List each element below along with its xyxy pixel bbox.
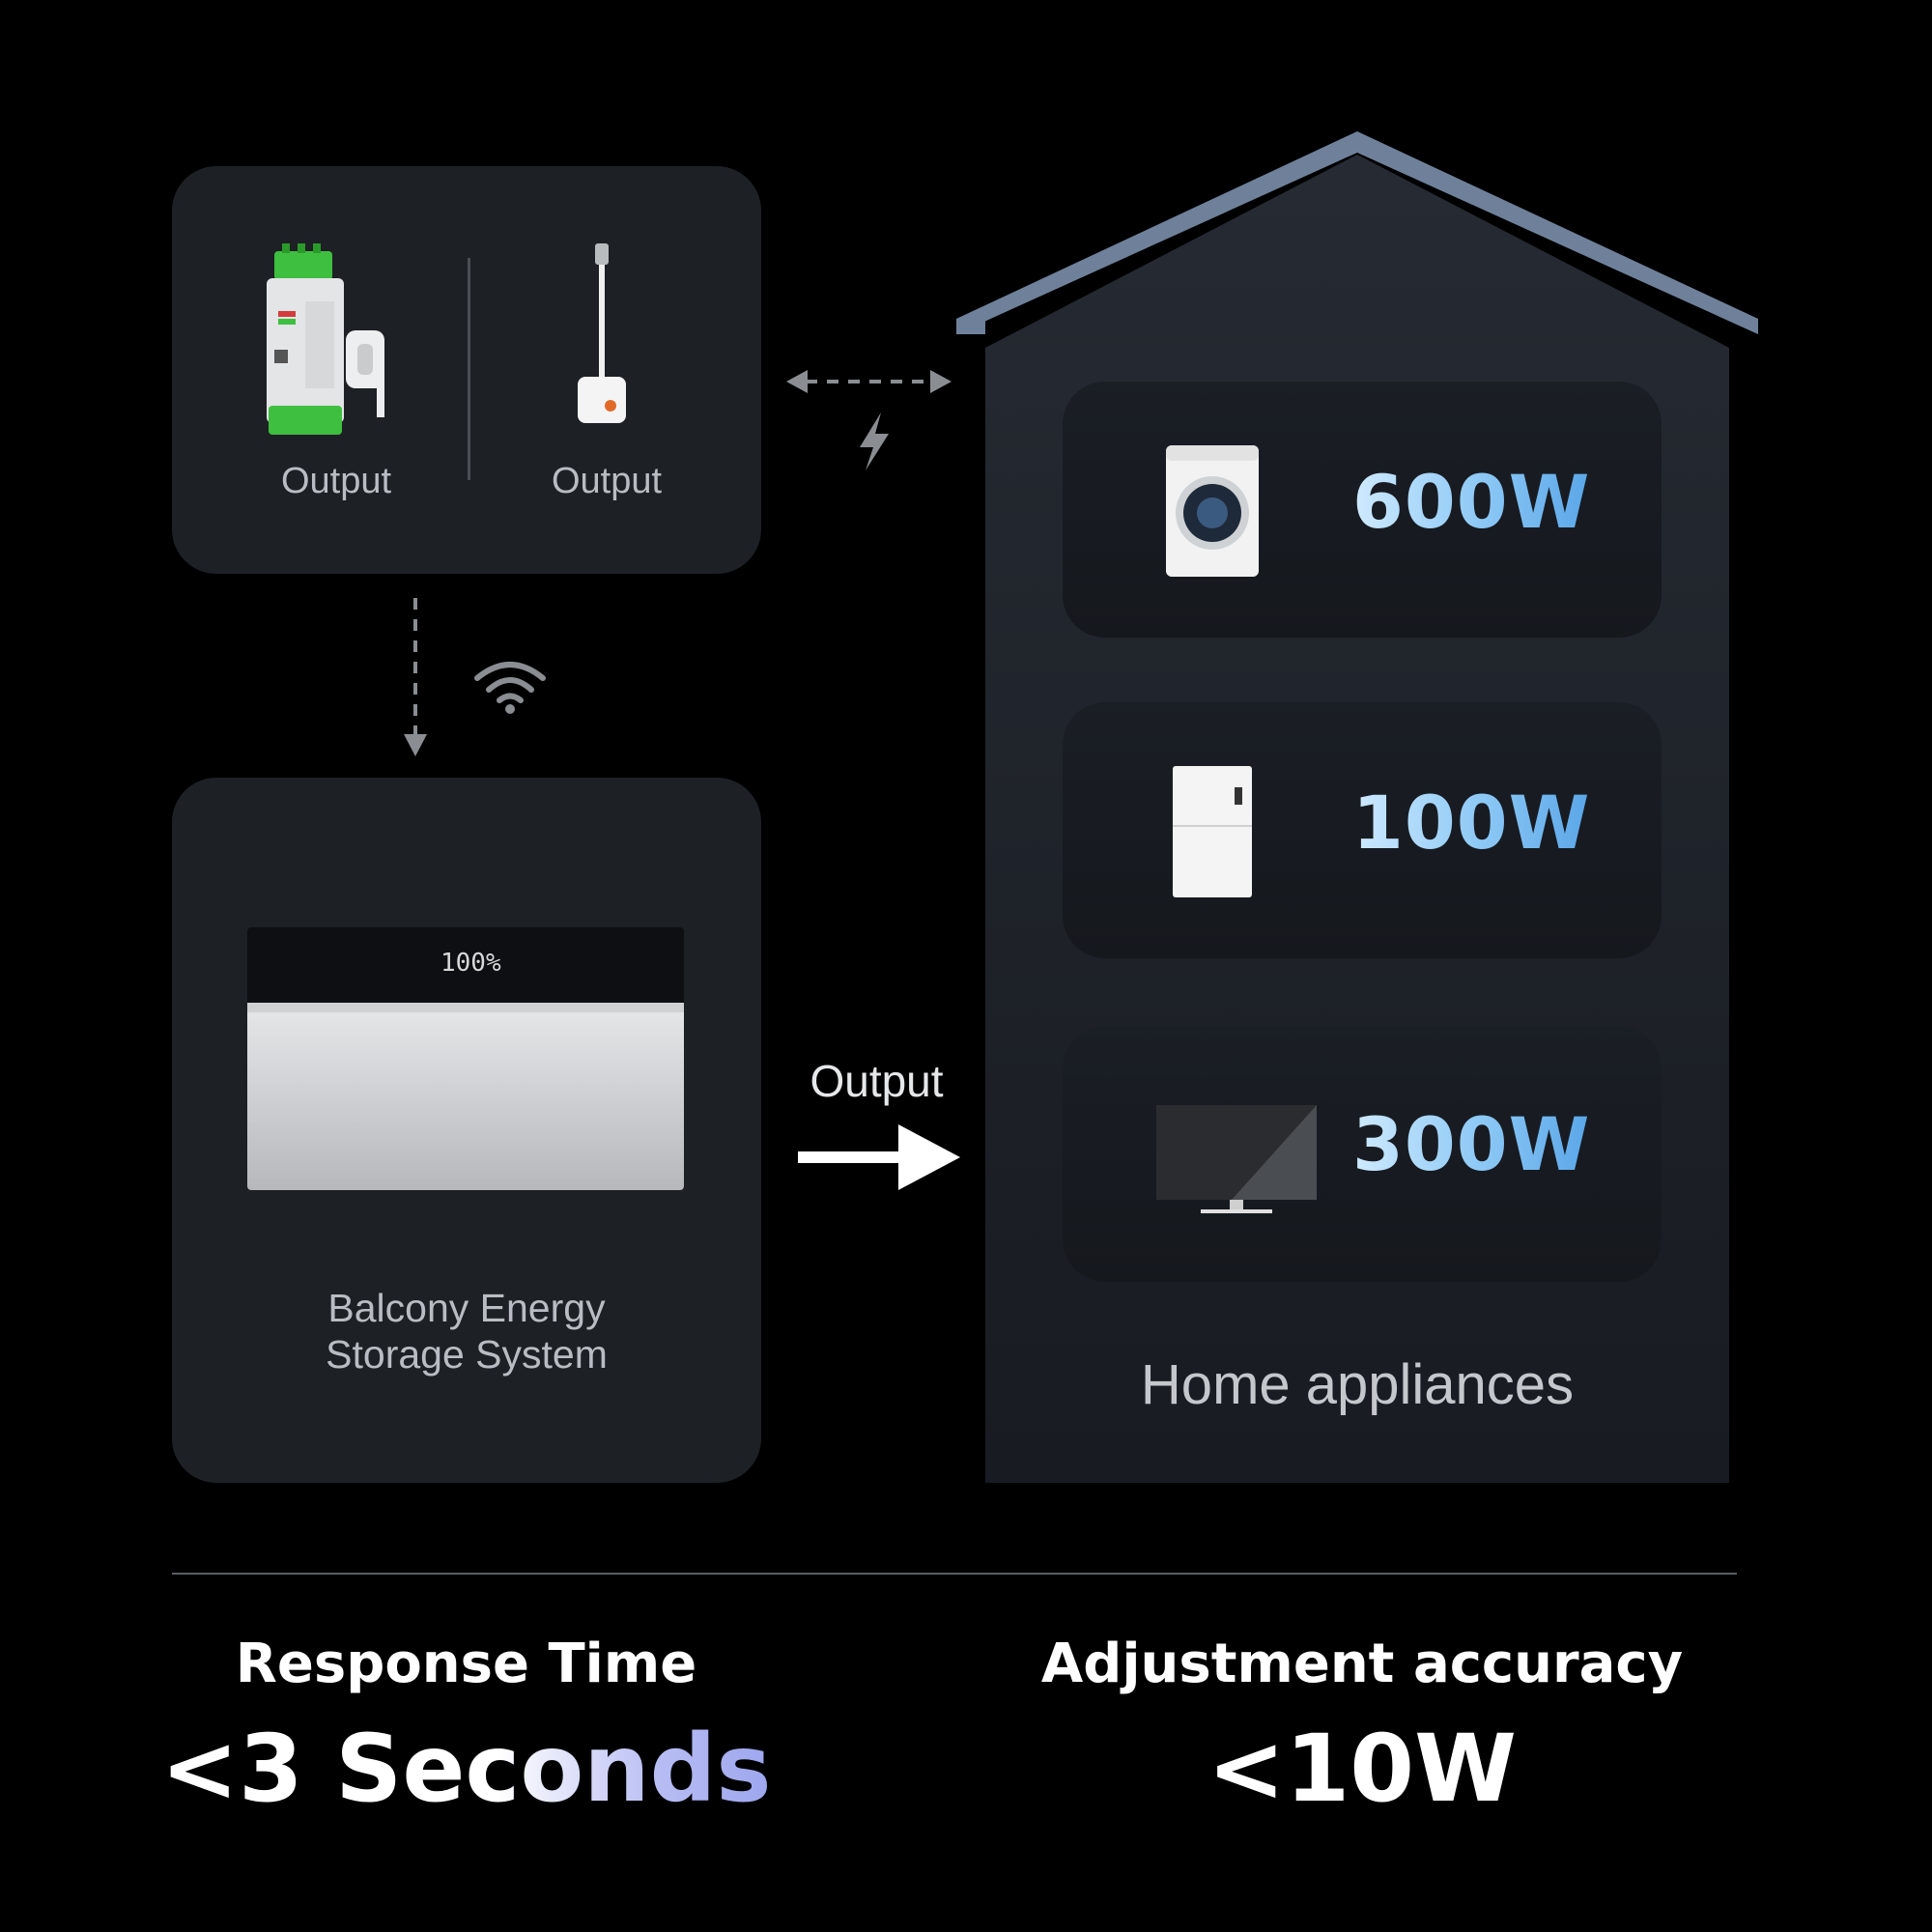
vertical-dashed-arrow [404, 598, 427, 756]
refrigerator-icon [1173, 766, 1252, 897]
battery-display-readout: 100% [440, 949, 501, 978]
battery-display-panel: 100% [247, 927, 684, 1003]
lightning-icon [860, 412, 889, 470]
sensor-dongle-icon [578, 243, 626, 423]
tv-icon [1156, 1105, 1317, 1213]
battery-unit-image: 100% [247, 927, 684, 1190]
fridge-power-value: 100W [1352, 780, 1591, 866]
adjustment-accuracy-value: <10W [1208, 1715, 1517, 1823]
storage-system-label: Balcony Energy Storage System [172, 1285, 761, 1378]
washer-power-value: 600W [1352, 459, 1591, 545]
smart-meter-icon [267, 243, 384, 435]
appliance-card-fridge: 100W [1063, 702, 1662, 958]
meter-output-label: Output [280, 461, 392, 501]
response-time-value: <3 Seconds [145, 1715, 787, 1823]
home-appliances-caption: Home appliances [1140, 1353, 1575, 1416]
section-divider [172, 1573, 1737, 1575]
battery-body [247, 1003, 684, 1190]
output-arrow-label: Output [810, 1056, 944, 1106]
card-divider [468, 258, 470, 480]
storage-label-line1: Balcony Energy [327, 1286, 606, 1330]
tv-power-value: 300W [1352, 1101, 1591, 1187]
sensor-output-label: Output [551, 461, 663, 501]
wifi-icon [474, 662, 546, 714]
storage-label-line2: Storage System [326, 1332, 608, 1377]
washing-machine-icon [1166, 445, 1259, 577]
appliance-card-washer: 600W [1063, 382, 1662, 638]
adjustment-accuracy-title: Adjustment accuracy [1040, 1633, 1684, 1695]
appliance-card-tv: 300W [1063, 1026, 1662, 1282]
response-time-title: Response Time [235, 1633, 697, 1695]
smart-meter-card: Output Output [172, 166, 761, 574]
output-arrow-icon [798, 1124, 960, 1190]
bidirectional-dashed-arrow [786, 370, 952, 470]
storage-system-card: 100% Balcony Energy Storage System [172, 778, 761, 1483]
